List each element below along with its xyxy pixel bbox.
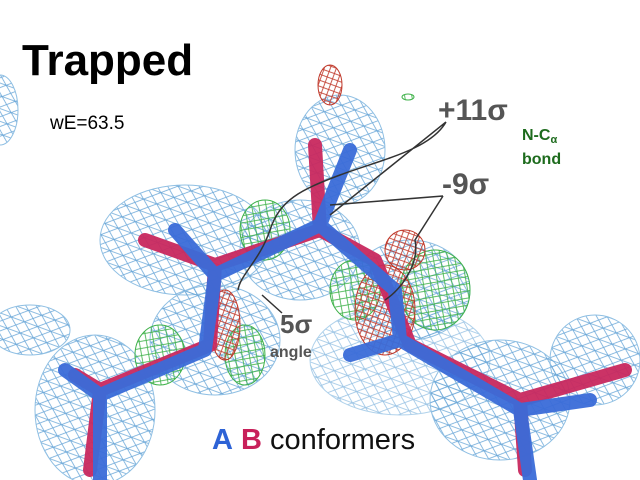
bond-label: N-Cα bond xyxy=(522,126,561,170)
conformer-legend: A B conformers xyxy=(212,424,415,457)
bond-label-main: N-C xyxy=(522,127,551,144)
plus-sigma-label: +11σ xyxy=(438,94,508,127)
bond-label-second: bond xyxy=(522,151,562,168)
annotation-leader-lines xyxy=(237,121,447,314)
legend-suffix: conformers xyxy=(270,424,416,456)
angle-sigma-label: 5σ xyxy=(280,309,313,339)
conformer-a-sticks xyxy=(58,143,597,480)
minus-sigma-label: -9σ xyxy=(442,168,490,201)
legend-a: A xyxy=(212,424,233,456)
figure-title: Trapped xyxy=(22,36,194,85)
bond-label-subscript: α xyxy=(550,134,558,146)
energy-weight-label: wE=63.5 xyxy=(50,113,125,134)
legend-b: B xyxy=(241,424,262,456)
angle-label: angle xyxy=(270,344,312,361)
